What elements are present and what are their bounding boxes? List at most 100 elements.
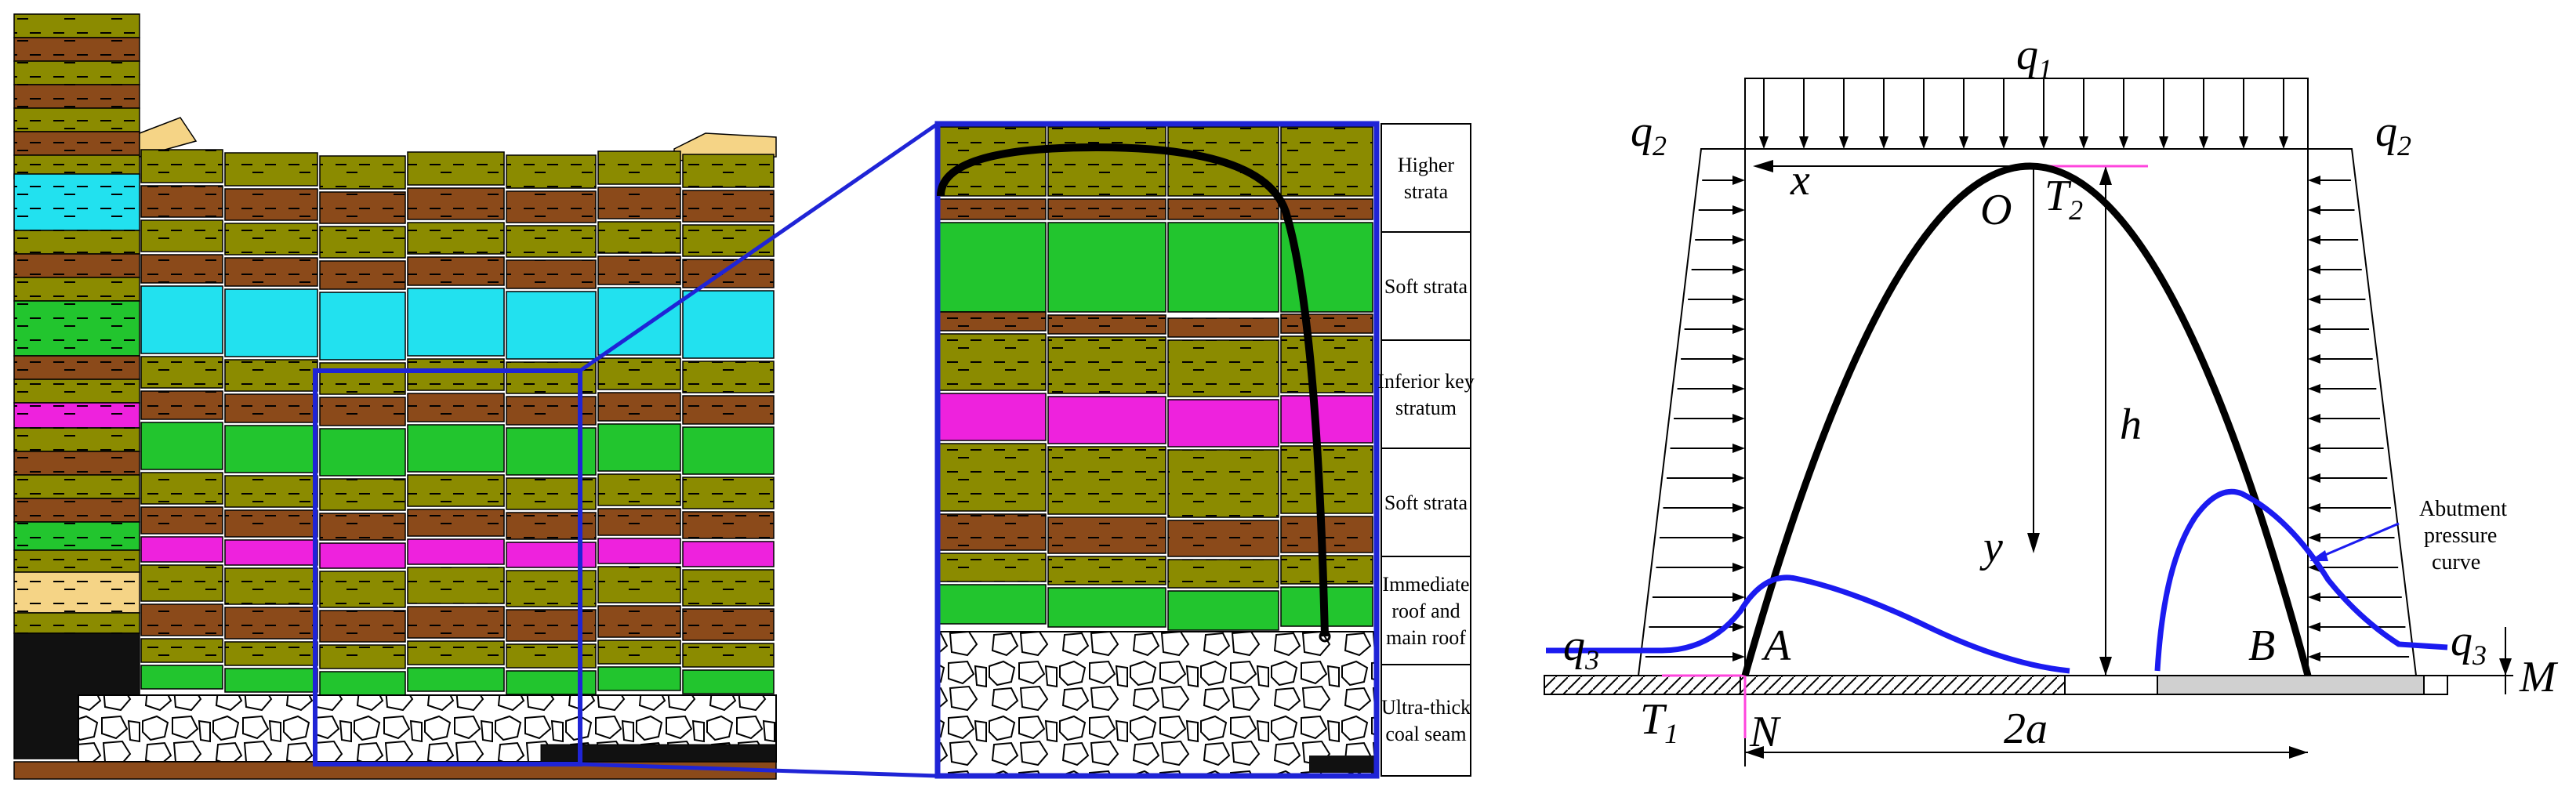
zoom-stratum-block-texture <box>1048 337 1166 393</box>
q1-arrowhead <box>2079 136 2088 149</box>
broken-stratum-block-texture <box>598 509 680 535</box>
broken-stratum-block-texture <box>598 567 680 603</box>
zoom-stratum-block-texture <box>1281 314 1373 333</box>
q2-left-arrowhead <box>1732 503 1745 513</box>
broken-stratum-block-texture <box>320 261 405 289</box>
broken-stratum-block <box>140 665 223 690</box>
broken-stratum-block-texture <box>598 256 680 284</box>
strata-label-line: Higher <box>1398 154 1455 176</box>
broken-stratum-block <box>319 428 406 477</box>
zoom-stratum-block-texture <box>1048 517 1166 553</box>
broken-stratum-block <box>319 542 406 569</box>
broken-stratum-block-texture <box>225 642 317 665</box>
broken-stratum-block-texture <box>598 393 680 421</box>
zoom-stratum-block-texture <box>939 514 1046 550</box>
zoom-stratum-block-texture <box>1048 315 1166 334</box>
broken-stratum-block-texture <box>506 226 596 257</box>
broken-stratum-block-texture <box>683 225 774 256</box>
M-dimension-top-arrow <box>2499 658 2512 676</box>
q2-left-arrowhead <box>1732 205 1745 215</box>
zoom-stratum-block-texture <box>1168 340 1279 397</box>
q2-right-arrowhead <box>2308 503 2320 513</box>
broken-stratum-block-texture <box>683 477 774 509</box>
strata-label-line: coal seam <box>1385 723 1466 745</box>
zoom-stratum-block-texture <box>1281 199 1373 219</box>
broken-stratum-block-texture <box>408 257 504 285</box>
x-label: x <box>1790 156 1810 205</box>
q2-left-arrowhead <box>1732 622 1745 632</box>
h-label: h <box>2120 400 2142 449</box>
broken-stratum-block-texture <box>683 259 774 288</box>
zoom-stratum-block-texture <box>1281 336 1373 393</box>
broken-stratum-block-texture <box>408 152 504 185</box>
broken-stratum-block-texture <box>225 153 317 186</box>
broken-stratum-block-texture <box>225 360 317 391</box>
broken-stratum-block-texture <box>225 607 317 639</box>
q1-arrowhead <box>2199 136 2208 149</box>
h-dimension-bottom-arrow <box>2099 657 2112 676</box>
q2-left-arrowhead <box>1732 563 1745 572</box>
abutment-annotation: Abutment pressure curve <box>2419 497 2507 574</box>
broken-stratum-block-texture <box>320 156 405 189</box>
broken-stratum-block-texture <box>141 604 223 636</box>
broken-stratum-block-texture <box>408 223 504 254</box>
y-axis-arrowhead <box>2027 533 2040 553</box>
broken-stratum-block-texture <box>506 191 596 223</box>
broken-stratum-block <box>597 287 681 356</box>
broken-stratum-block-texture <box>408 359 504 390</box>
broken-stratum-block <box>407 288 505 357</box>
broken-stratum-block-texture <box>225 189 317 220</box>
gob-base <box>1740 675 2066 695</box>
broken-stratum-block <box>407 424 505 473</box>
zoom-frame-large <box>934 121 1380 779</box>
broken-stratum-block-texture <box>683 154 774 187</box>
zoom-stratum-block-texture <box>939 553 1046 582</box>
q2-left-arrowhead <box>1732 592 1745 602</box>
broken-stratum-block <box>140 536 223 563</box>
q2-right-arrowhead <box>2308 354 2320 364</box>
broken-stratum-block <box>224 539 318 566</box>
zoom-support <box>1309 756 1375 773</box>
zoomed-strata-panel <box>938 126 1376 775</box>
zoom-stratum-block <box>1167 399 1279 448</box>
zoom-stratum-block-texture <box>1168 318 1279 337</box>
coal-seam-base-right <box>2157 675 2425 695</box>
broken-stratum-block-texture <box>225 510 317 537</box>
q1-arrowhead <box>1919 136 1928 149</box>
q2-left-arrowhead <box>1732 295 1745 304</box>
broken-stratum-block-texture <box>141 507 223 534</box>
broken-stratum-block-texture <box>683 361 774 393</box>
broken-stratum-block-texture <box>408 475 504 506</box>
zoom-stratum-block <box>1047 587 1166 628</box>
q2-right-arrowhead <box>2308 235 2320 245</box>
broken-stratum-block-texture <box>225 223 317 255</box>
broken-stratum-block <box>682 669 775 694</box>
zoom-stratum-block <box>938 222 1047 313</box>
broken-stratum-block-texture <box>225 258 317 286</box>
broken-stratum-block-texture <box>683 643 774 667</box>
zoom-connector-top <box>579 121 939 373</box>
strata-label-column <box>1381 123 1471 777</box>
q2-left-arrowhead <box>1732 652 1745 661</box>
zoom-stratum-block-texture <box>1281 127 1373 196</box>
strata-label-line: Inferior key <box>1377 370 1474 393</box>
q2-right-arrowhead <box>2308 444 2320 453</box>
broken-stratum-block-texture <box>141 357 223 388</box>
zoom-stratum-block <box>1047 396 1166 444</box>
broken-stratum-block-texture <box>320 226 405 258</box>
broken-stratum-block <box>407 667 505 692</box>
q1-label: q1 <box>2016 31 2052 85</box>
strata-label-line: Immediate <box>1382 573 1469 596</box>
q1-arrowhead <box>2119 136 2128 149</box>
q2-right-arrowhead <box>2308 473 2320 483</box>
strata-label-line: roof and <box>1391 600 1460 622</box>
broken-stratum-block-texture <box>320 513 405 540</box>
q2-right-arrowhead <box>2308 295 2320 304</box>
annotation-arrowhead <box>2309 550 2328 561</box>
zoom-stratum-block <box>938 584 1047 625</box>
broken-stratum-block-texture <box>598 606 680 637</box>
broken-stratum-block-texture <box>320 611 405 642</box>
undisturbed-texture <box>14 14 140 633</box>
